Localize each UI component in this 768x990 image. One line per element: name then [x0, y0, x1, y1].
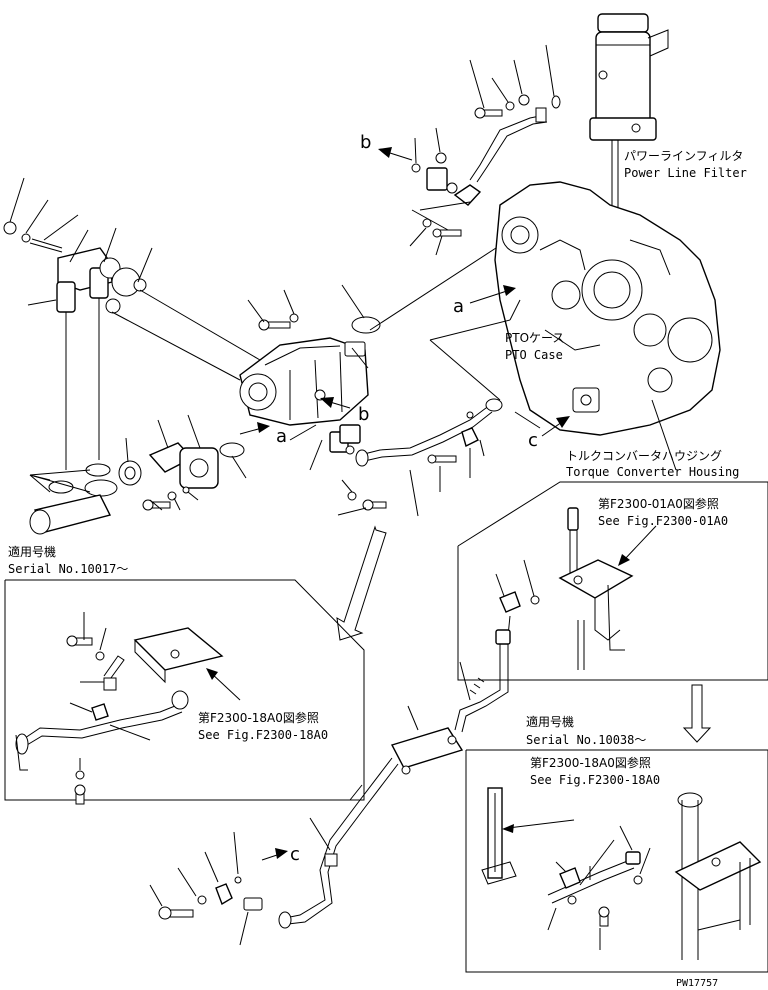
- callout-a-1: a: [453, 296, 464, 317]
- upper-tube: [411, 94, 561, 238]
- serial-10038-jp: 適用号機: [526, 714, 574, 729]
- left-pipe-assembly: [3, 221, 147, 535]
- ref-f2300-01a0-en: See Fig.F2300-01A0: [598, 514, 728, 528]
- power-line-filter-en: Power Line Filter: [624, 166, 747, 180]
- pump-flange-parts: [118, 442, 245, 511]
- lower-tube: [278, 629, 511, 929]
- middle-tube: [329, 398, 503, 517]
- bottom-bolts: [149, 831, 263, 946]
- hydraulic-pump: [239, 337, 369, 426]
- pump-bolts: [258, 313, 381, 334]
- serial-10017-en: Serial No.10017〜: [8, 562, 128, 576]
- callout-a-2: a: [276, 426, 287, 447]
- callout-c-2: c: [290, 844, 300, 865]
- serial-10017-jp: 適用号機: [8, 544, 56, 559]
- torque-converter-en: Torque Converter Housing: [566, 465, 739, 479]
- drawing-number: PW17757: [676, 978, 718, 989]
- inset-box-serial-10038: [465, 749, 768, 973]
- ref-f2300-01a0-jp: 第F2300-01A0図参照: [598, 496, 719, 511]
- callout-b-2: b: [358, 404, 369, 425]
- ref-f2300-18a0-en-1: See Fig.F2300-18A0: [198, 728, 328, 742]
- ref-f2300-18a0-jp-2: 第F2300-18A0図参照: [530, 755, 651, 770]
- ref-f2300-18a0-jp-1: 第F2300-18A0図参照: [198, 710, 319, 725]
- callout-b-1: b: [360, 132, 371, 153]
- text-labels: パワーラインフィルタ Power Line Filter PTOケース PTO …: [8, 132, 747, 989]
- inset-box-serial-10017: [4, 579, 365, 805]
- serial-10038-en: Serial No.10038〜: [526, 733, 646, 747]
- large-down-arrows: [336, 525, 712, 743]
- power-line-filter-jp: パワーラインフィルタ: [624, 149, 743, 163]
- inset-box-f2300-01a0: [457, 481, 768, 681]
- pto-case-jp: PTOケース: [505, 331, 564, 345]
- leader-lines: [9, 44, 555, 511]
- callout-arrows: [239, 147, 570, 861]
- pto-case-en: PTO Case: [505, 348, 563, 362]
- callout-c-1: c: [528, 430, 538, 451]
- pto-bracket: [429, 299, 541, 429]
- power-line-filter: [589, 13, 669, 260]
- torque-converter-jp: トルクコンバータハウジング: [566, 449, 722, 463]
- ref-f2300-18a0-en-2: See Fig.F2300-18A0: [530, 773, 660, 787]
- torque-converter-housing: [494, 181, 721, 471]
